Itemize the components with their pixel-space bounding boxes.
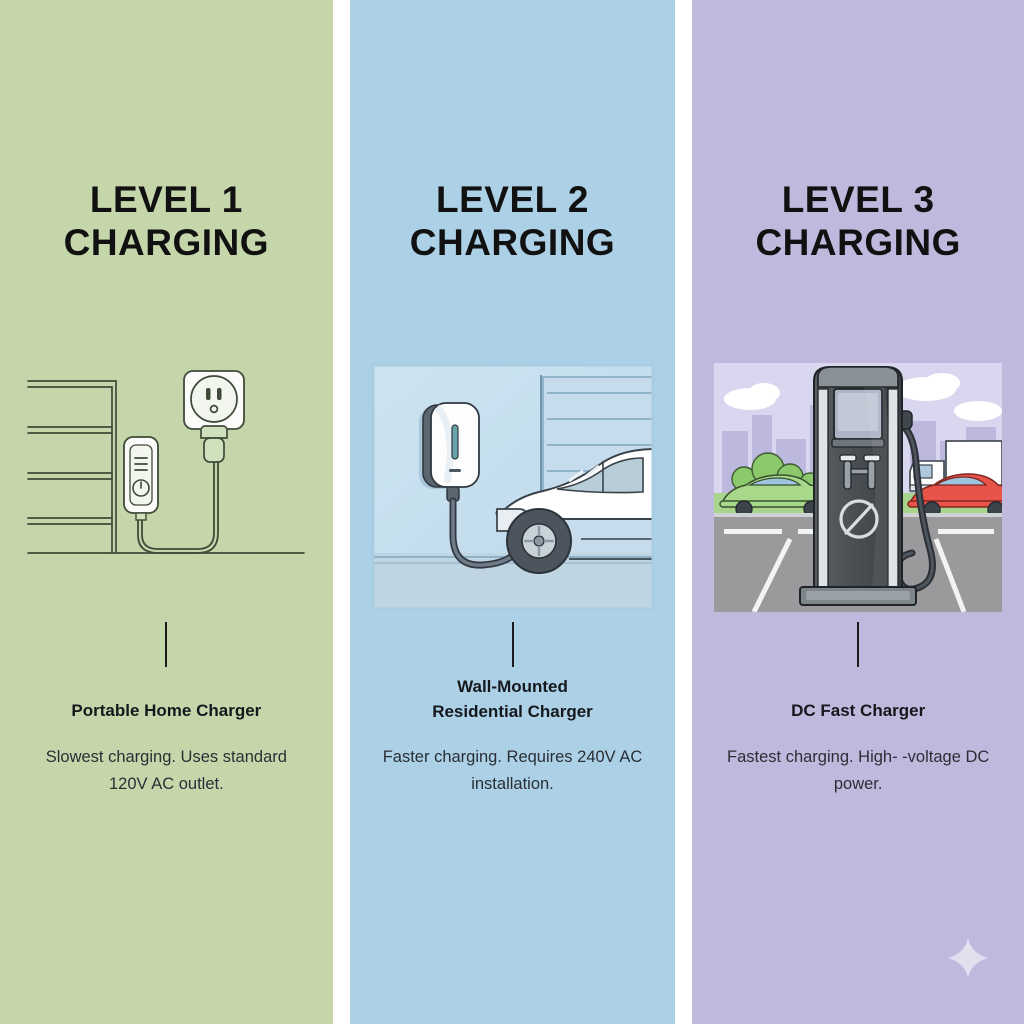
status-lines-icon: [134, 457, 149, 471]
wall-mounted-charger-garage-illustration: [371, 363, 654, 611]
caption-title-level-3: DC Fast Charger: [791, 701, 926, 720]
divider-level-3: [857, 622, 860, 667]
heading-level-1-line1: LEVEL 1: [89, 179, 243, 220]
dc-fast-charger-station-illustration: [714, 363, 1003, 612]
divider-level-2: [511, 622, 514, 667]
column-gap-2: [675, 0, 693, 1024]
heading-level-3-line1: LEVEL 3: [781, 179, 935, 220]
plug-and-cable: [137, 425, 229, 554]
red-car: [907, 473, 1003, 519]
wall-outlet: [183, 370, 246, 430]
illustration-wrap-level-1: [0, 363, 333, 593]
portable-home-charger-illustration: [27, 370, 306, 554]
power-button-icon: [132, 479, 151, 497]
connector-plugs: [839, 454, 881, 490]
heading-level-1: LEVEL 1 CHARGING: [64, 178, 269, 264]
column-level-1: LEVEL 1 CHARGING: [0, 0, 333, 1024]
caption-title-level-1: Portable Home Charger: [71, 701, 262, 720]
column-gap-1: [332, 0, 350, 1024]
charger-brand-logo: [839, 499, 879, 539]
heading-level-3: LEVEL 3 CHARGING: [755, 178, 960, 264]
heading-level-2-line2: CHARGING: [409, 222, 616, 263]
caption-body-level-1: Slowest charging. Uses standard 120V AC …: [45, 748, 287, 793]
caption-title-level-2-line2: Residential Charger: [432, 702, 593, 721]
illustration-wrap-level-2: [350, 363, 676, 611]
caption-title-level-2-line1: Wall-Mounted: [457, 677, 568, 696]
cloud-icon: [724, 373, 1003, 421]
caption-body-level-2: Faster charging. Requires 240V AC instal…: [382, 748, 643, 793]
heading-level-1-line2: CHARGING: [63, 222, 270, 263]
heading-level-2-line1: LEVEL 2: [436, 179, 589, 220]
caption-title-level-2: Wall-Mounted Residential Charger: [350, 674, 676, 724]
column-level-3: LEVEL 3 CHARGING: [692, 0, 1024, 1024]
green-car: [719, 474, 840, 518]
caption-body-level-3: Fastest charging. High- -voltage DC powe…: [727, 748, 990, 793]
heading-level-3-line2: CHARGING: [755, 222, 961, 263]
heading-level-2: LEVEL 2 CHARGING: [410, 178, 615, 264]
column-level-2: LEVEL 2 CHARGING: [349, 0, 676, 1024]
sparkle-star-watermark: [948, 938, 988, 978]
divider-level-1: [165, 622, 168, 667]
charger-control-box: [123, 436, 160, 521]
illustration-wrap-level-3: [692, 363, 1024, 612]
dc-fast-charger-pillar: [799, 366, 918, 606]
